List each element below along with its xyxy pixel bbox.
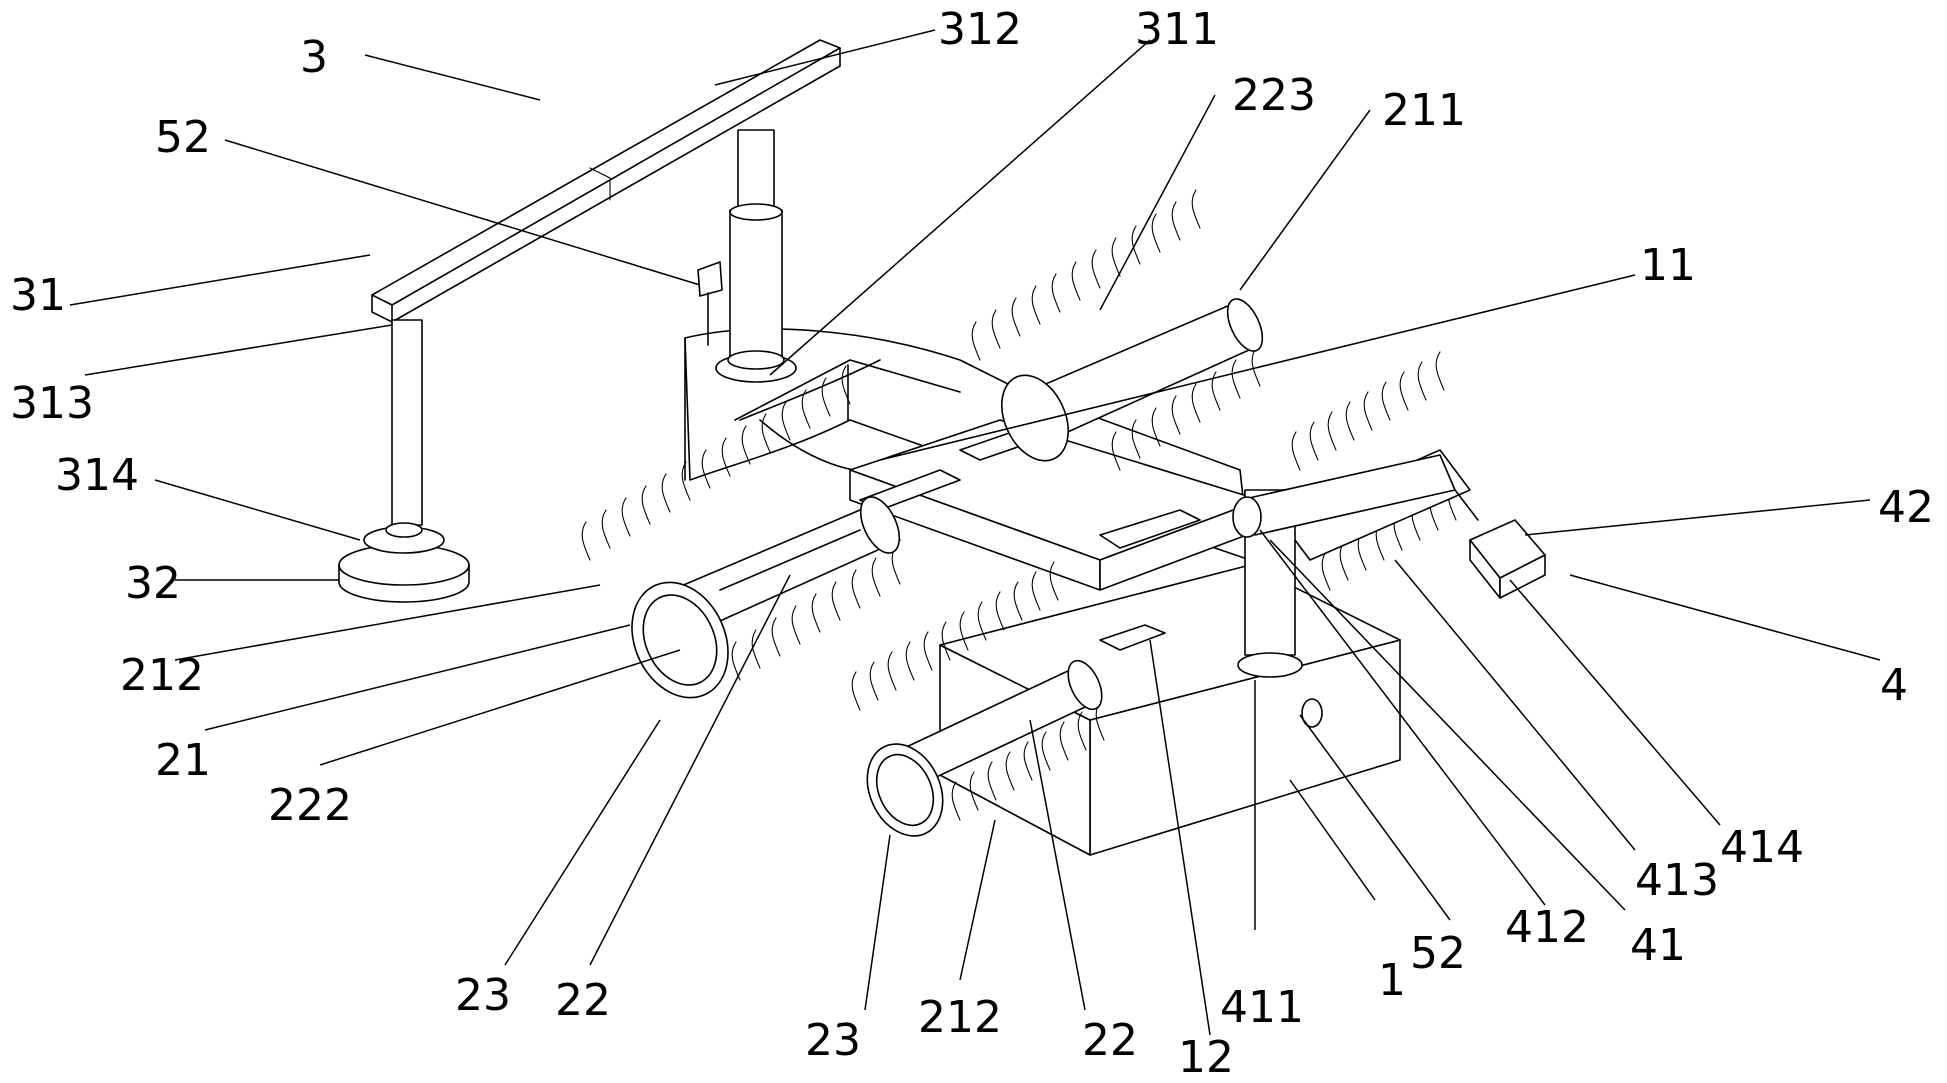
label-212-mid: 212 [918, 992, 1002, 1043]
label-42: 42 [1878, 482, 1934, 533]
label-22-mid: 22 [1082, 1015, 1138, 1066]
label-314: 314 [55, 450, 139, 501]
label-312: 312 [938, 4, 1022, 55]
label-311: 311 [1135, 4, 1219, 55]
label-11: 11 [1640, 240, 1696, 291]
label-52-bottom: 52 [1410, 928, 1466, 979]
label-411: 411 [1220, 982, 1304, 1033]
label-212-left: 212 [120, 650, 204, 701]
label-12: 12 [1178, 1032, 1234, 1083]
label-41: 41 [1630, 920, 1686, 971]
label-414: 414 [1720, 822, 1804, 873]
label-223: 223 [1232, 70, 1316, 121]
label-3: 3 [300, 32, 328, 83]
label-413: 413 [1635, 855, 1719, 906]
label-222: 222 [268, 780, 352, 831]
label-412: 412 [1505, 902, 1589, 953]
label-31: 31 [10, 270, 66, 321]
label-22-left: 22 [555, 975, 611, 1026]
label-211: 211 [1382, 85, 1466, 136]
label-1: 1 [1378, 955, 1406, 1006]
label-313: 313 [10, 378, 94, 429]
label-23-mid: 23 [805, 1015, 861, 1066]
label-32: 32 [125, 558, 181, 609]
label-21: 21 [155, 735, 211, 786]
label-23-left: 23 [455, 970, 511, 1021]
label-52-top: 52 [155, 112, 211, 163]
frame-assembly [339, 40, 840, 602]
label-4: 4 [1880, 660, 1908, 711]
